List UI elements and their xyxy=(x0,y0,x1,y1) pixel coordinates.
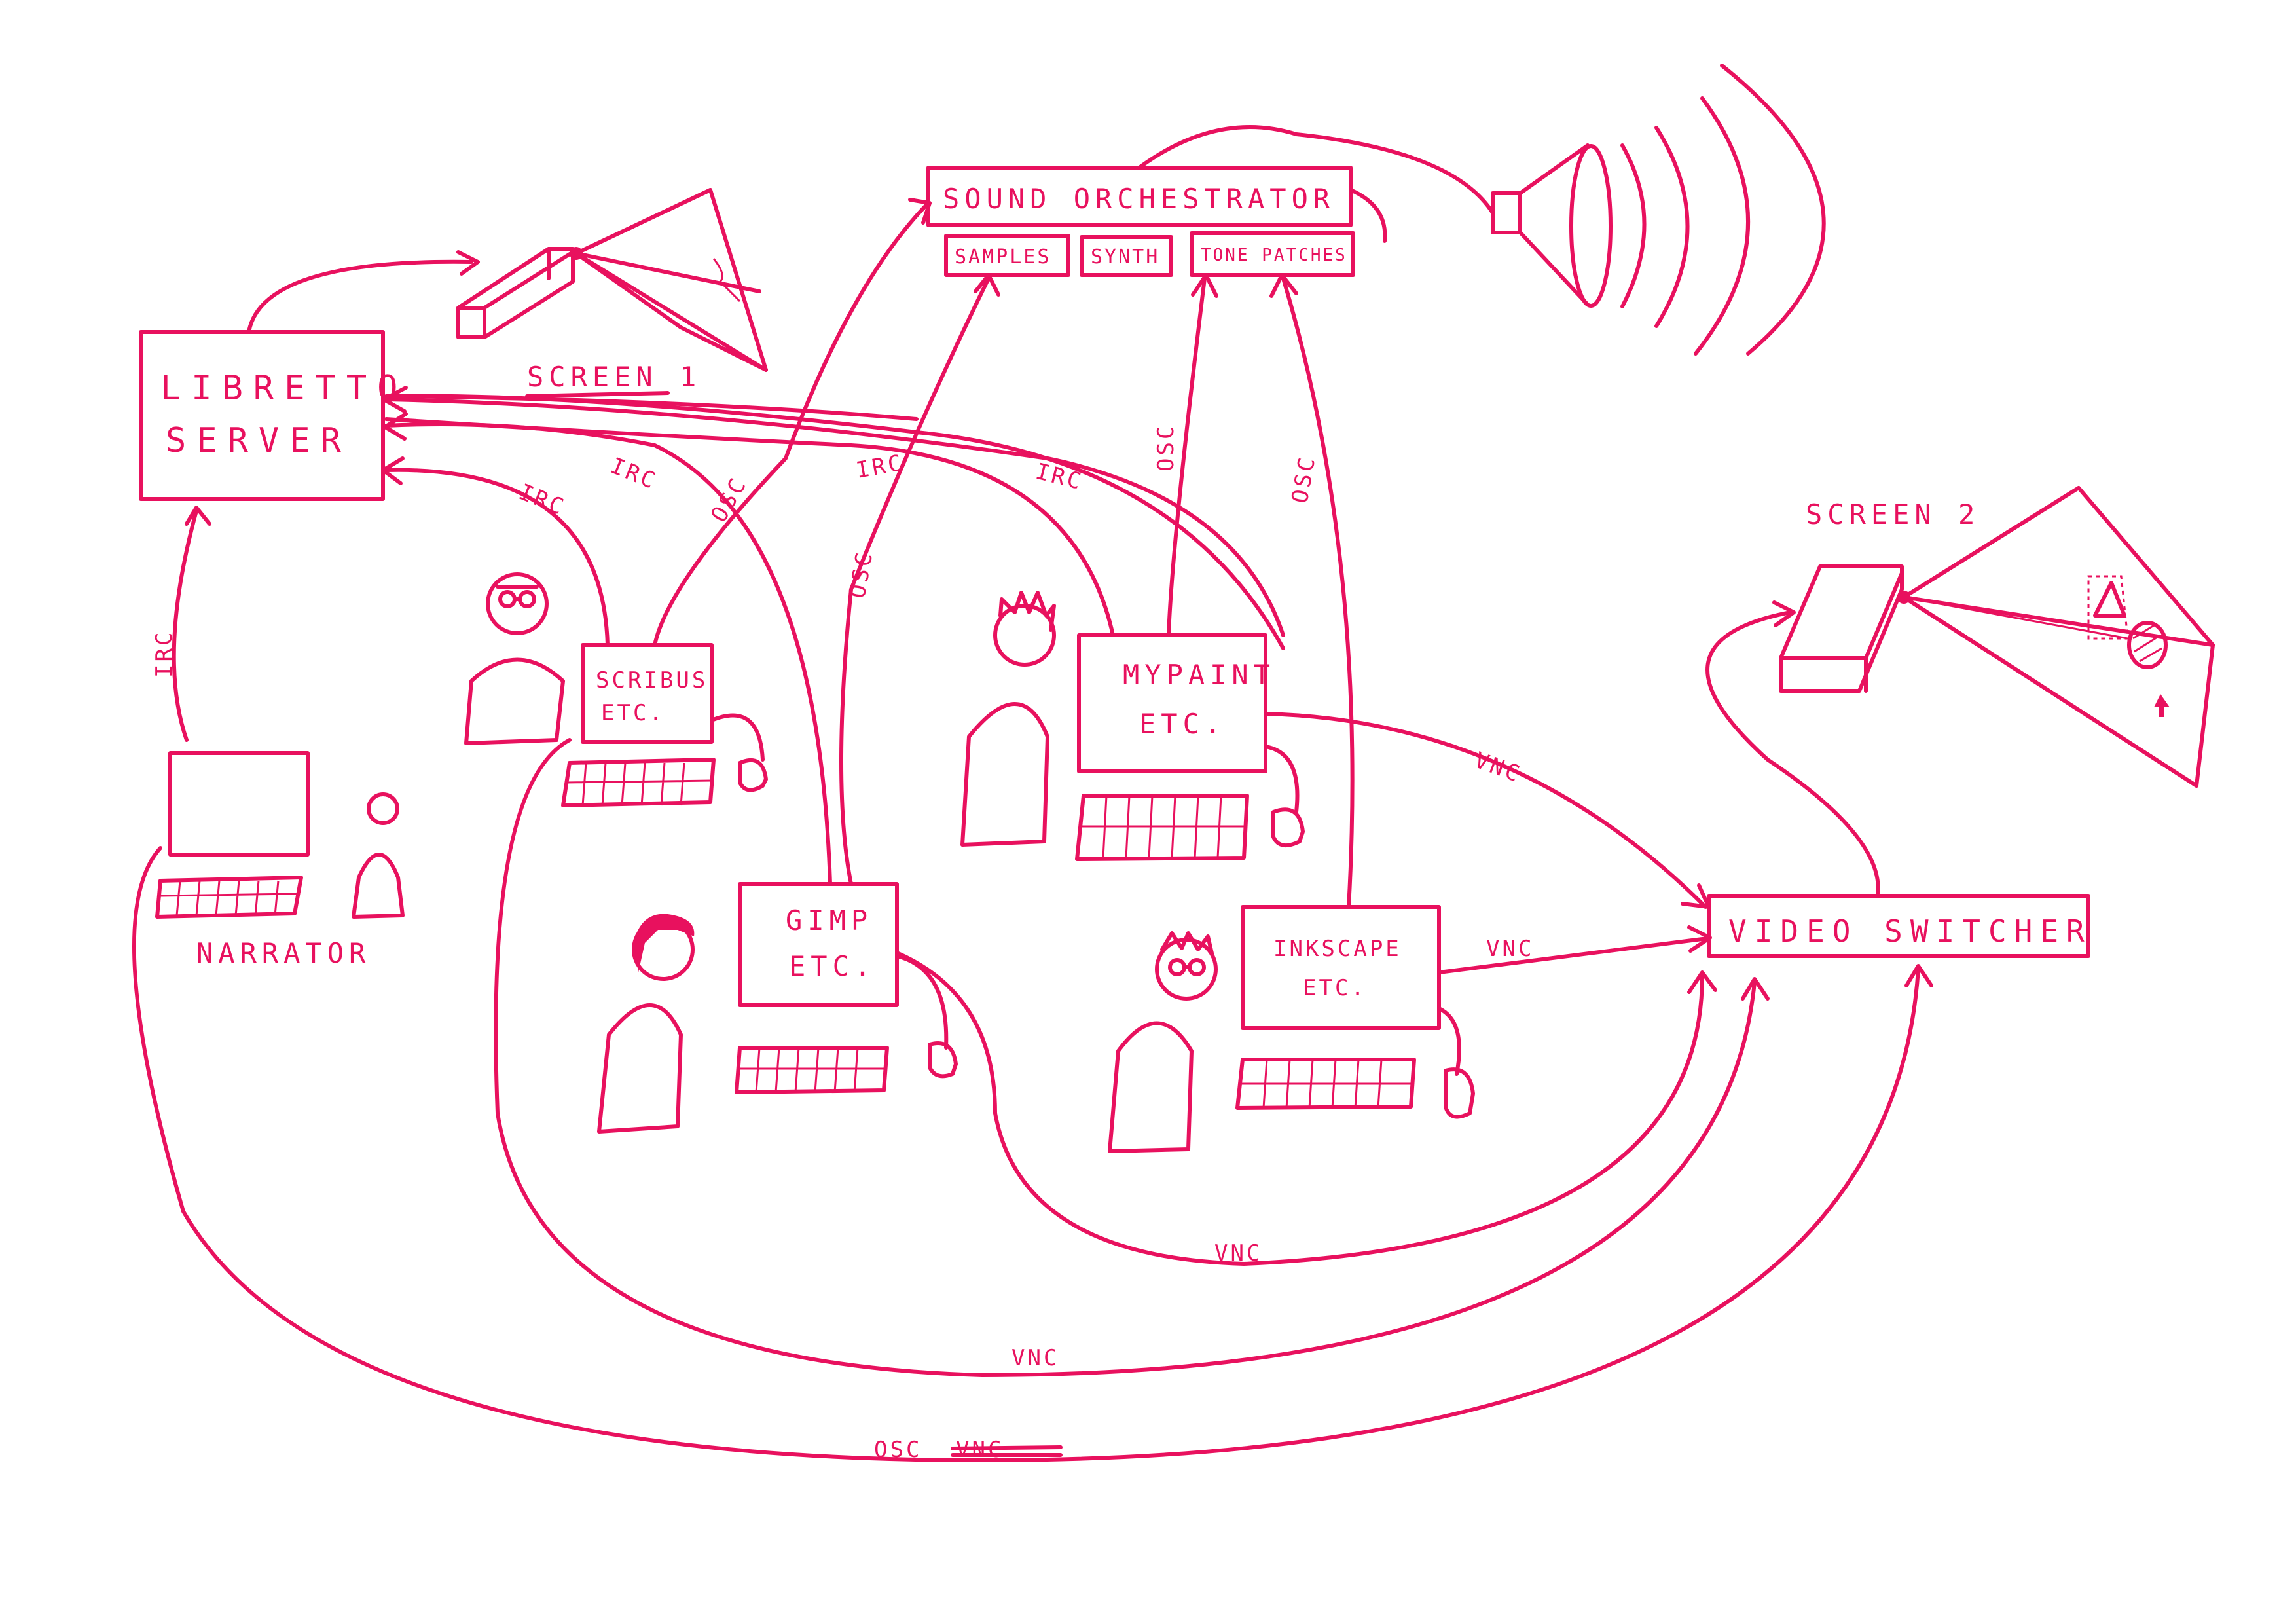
libretto-label: LIBRETTO xyxy=(160,369,408,408)
synth-label: SYNTH xyxy=(1091,246,1159,268)
libretto-server-node: LIBRETTO SERVER xyxy=(139,330,408,501)
scribus-label: SCRIBUS xyxy=(596,667,708,693)
screen2-projector: SCREEN 2 xyxy=(1779,486,2215,788)
video-switcher-node: VIDEO SWITCHER xyxy=(1707,894,2092,958)
inkscape-node: INKSCAPE ETC. xyxy=(1241,905,1441,1030)
mypaint-keyboard xyxy=(1075,745,1305,861)
speaker-icon xyxy=(1137,64,1826,356)
person-inkscape-icon xyxy=(1108,931,1218,1153)
gimp-label: GIMP xyxy=(786,904,873,936)
person-narrator-icon xyxy=(352,792,405,919)
struck-out-label: VNC xyxy=(951,1437,1063,1463)
osc-label-mypaint: OSC xyxy=(1153,424,1179,471)
gimp-etc-label: ETC. xyxy=(789,950,876,982)
person-gimp-icon xyxy=(597,913,695,1134)
mypaint-label: MYPAINT xyxy=(1123,659,1275,691)
osc-label-gimp: OSC xyxy=(844,548,878,600)
inkscape-etc-label: ETC. xyxy=(1303,975,1367,1001)
server-label: SERVER xyxy=(166,421,352,460)
irc-label-narrator: IRC xyxy=(151,630,177,678)
samples-label: SAMPLES xyxy=(955,246,1051,268)
tone-patches-label: TONE PATCHES xyxy=(1201,246,1347,265)
osc-label-narrator: OSC xyxy=(874,1437,922,1463)
person-mypaint-icon xyxy=(960,591,1056,847)
gimp-node: GIMP ETC. xyxy=(738,882,899,1007)
video-switcher-label: VIDEO SWITCHER xyxy=(1728,913,2092,949)
screen1-label: SCREEN 1 xyxy=(527,361,701,393)
irc-label-gimp: IRC xyxy=(607,452,661,495)
sound-orchestrator-label: SOUND ORCHESTRATOR xyxy=(943,183,1335,215)
screen1-projector: SCREEN 1 xyxy=(456,188,768,398)
mypaint-node: MYPAINT ETC. xyxy=(1077,633,1275,773)
scribus-etc-label: ETC. xyxy=(601,700,665,726)
irc-label-scribus: IRC xyxy=(515,479,570,521)
narrator-label: NARRATOR xyxy=(196,937,371,969)
scribus-node: SCRIBUS ETC. xyxy=(581,643,714,744)
connections xyxy=(132,198,1933,1462)
sound-orchestrator-node: SOUND ORCHESTRATOR SAMPLES SYNTH TONE PA… xyxy=(926,166,1355,277)
person-scribus-icon xyxy=(464,572,565,745)
inkscape-keyboard xyxy=(1235,1006,1475,1119)
inkscape-label: INKSCAPE xyxy=(1273,936,1402,962)
vnc-label-inkscape: VNC xyxy=(1486,936,1534,962)
vnc-label-scribus: VNC xyxy=(1011,1345,1059,1371)
vnc-label-mypaint: VNC xyxy=(1471,747,1525,788)
vnc-label-gimp: VNC xyxy=(1214,1240,1262,1266)
osc-label-inkscape: OSC xyxy=(1286,453,1321,505)
screen2-label: SCREEN 2 xyxy=(1806,498,1980,530)
mypaint-etc-label: ETC. xyxy=(1139,708,1226,740)
scribus-keyboard xyxy=(561,713,768,807)
narrator-laptop: NARRATOR xyxy=(155,751,371,969)
